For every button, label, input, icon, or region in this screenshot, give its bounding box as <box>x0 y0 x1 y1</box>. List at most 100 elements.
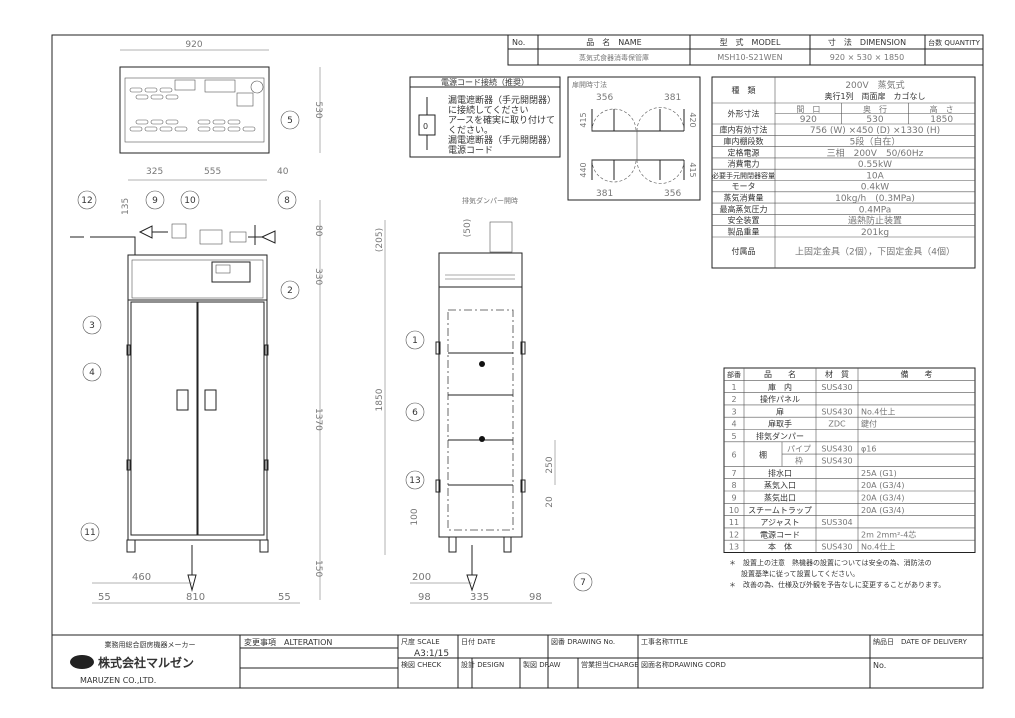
part-number: 9 <box>731 494 736 503</box>
callout-circle-1 <box>405 330 425 350</box>
part-number: 2 <box>731 395 736 404</box>
product-dimension: 920 × 530 × 1850 <box>830 53 904 62</box>
scale-value: A3:1/15 <box>414 649 449 659</box>
callout-8: 8 <box>284 196 290 206</box>
door-dim-440-left: 440 <box>579 162 588 177</box>
spec-label: 消費電力 <box>728 159 760 169</box>
header-no: No. <box>512 38 525 47</box>
spec-sub-value: 530 <box>866 115 883 125</box>
part-note: No.4仕上 <box>861 406 895 416</box>
part-name: 庫 内 <box>768 382 792 392</box>
part-name: 排水口 <box>768 468 792 478</box>
spec-label: 付属品 <box>732 246 756 256</box>
spec-label: 外形寸法 <box>728 109 760 119</box>
dim-100: 100 <box>410 508 420 525</box>
part-note: 鍵付 <box>861 419 877 429</box>
breaker-label: 漏電遮断器（手元開閉器） <box>448 134 556 146</box>
cord-label: 電源コード <box>448 145 493 156</box>
dim-20: 20 <box>545 496 555 508</box>
header-name: 品 名 NAME <box>586 37 641 47</box>
callout-2: 2 <box>287 286 293 296</box>
part-number: 10 <box>729 506 739 515</box>
door-open-title: 扉開時寸法 <box>572 80 607 89</box>
callout-9: 9 <box>152 196 158 206</box>
part-note: 2m 2mm²-4芯 <box>861 529 916 539</box>
spec-value: 上固定金具（2個），下固定金具（4個） <box>795 246 955 258</box>
dim-325: 325 <box>146 167 163 177</box>
door-dim-415-left: 415 <box>579 112 588 127</box>
dim-top-width: 920 <box>185 40 202 50</box>
callout-4: 4 <box>89 368 95 378</box>
draw-label: 製図 DRAW <box>523 660 561 669</box>
part-subname: パイプ <box>787 444 811 453</box>
header-dimension: 寸 法 DIMENSION <box>828 37 906 47</box>
charge-label: 営業担当CHARGE <box>581 660 639 669</box>
callout-12: 12 <box>81 196 92 206</box>
callout-circle-8 <box>277 190 297 210</box>
callout-circle-4 <box>82 362 102 382</box>
dim-98-left: 98 <box>418 592 431 603</box>
part-name: 排気ダンパー <box>756 431 804 441</box>
spec-label: モータ <box>732 182 756 191</box>
part-note: 20A (G3/4) <box>861 506 905 515</box>
part-number: 4 <box>731 420 736 429</box>
power-cord-title: 電源コード接続（推奨） <box>441 77 529 87</box>
spec-value: 5段（自在） <box>850 135 901 147</box>
part-name: 本 体 <box>768 542 792 552</box>
header-quantity: 台数 QUANTITY <box>928 38 980 47</box>
spec-value: 201kg <box>861 228 889 238</box>
part-name: 電源コード <box>760 530 800 539</box>
spec-label: 蒸気消費量 <box>724 192 764 202</box>
part-note: φ16 <box>861 444 876 453</box>
door-open-diagram: 扉開時寸法 356 381 415 420 440 415 381 356 <box>567 76 701 201</box>
callout-11: 11 <box>84 528 95 538</box>
door-dim-356-top: 356 <box>596 93 613 103</box>
spec-value: 0.55kW <box>858 160 892 170</box>
callout-circle-10 <box>180 190 200 210</box>
door-dim-381-bottom: 381 <box>596 189 613 199</box>
product-model: MSH10-S21WEN <box>717 53 782 62</box>
switch-symbol: 0 <box>423 122 428 131</box>
spec-label: 安全装置 <box>728 215 760 225</box>
dim-top-depth: 530 <box>313 101 323 118</box>
spec-label: 定格電源 <box>728 147 760 157</box>
part-material: SUS430 <box>821 543 852 552</box>
part-number: 1 <box>731 383 736 392</box>
top-view: 920 530 <box>119 40 323 154</box>
callout-circle-3 <box>82 315 102 335</box>
company-logo-icon <box>70 655 94 669</box>
maker-tagline: 業務用総合厨房機器メーカー <box>105 640 196 649</box>
dim-150: 150 <box>313 560 323 577</box>
part-note: 25A (G1) <box>861 469 897 478</box>
alteration-label: 変更事項 ALTERATION <box>244 637 332 647</box>
design-label: 設計 DESIGN <box>461 660 504 669</box>
part-name: 蒸気出口 <box>764 493 796 503</box>
spec-label: 製品重量 <box>728 226 760 236</box>
callout-7: 7 <box>580 578 586 588</box>
power-note-line-2: に接続してください <box>448 104 528 116</box>
spec-sub-value: 920 <box>800 115 817 125</box>
dim-98-right: 98 <box>529 592 542 603</box>
part-subname: 枠 <box>795 456 803 466</box>
part-number: 12 <box>729 530 739 539</box>
dim-335: 335 <box>470 592 489 603</box>
callout-13: 13 <box>409 476 420 486</box>
damper-open-label: 排気ダンパー開時 <box>462 196 518 205</box>
drawing-no-label: 図番 DRAWING No. <box>551 638 615 646</box>
spec-value: 過熱防止装置 <box>848 215 902 227</box>
spec-value: 三相 200V 50/60Hz <box>827 147 924 159</box>
spec-sub-label: 奥 行 <box>863 104 887 114</box>
footer-title-block: 業務用総合厨房機器メーカー 株式会社マルゼン MARUZEN CO.,LTD. … <box>52 634 983 688</box>
callout-circle-12 <box>77 190 97 210</box>
callout-circle-7 <box>573 572 593 592</box>
dim-330: 330 <box>313 268 323 285</box>
parts-header: 部番 <box>727 370 741 379</box>
company-name-en: MARUZEN CO.,LTD. <box>80 676 156 685</box>
spec-value: 756 (W) ×450 (D) ×1330 (H) <box>810 126 940 136</box>
part-note: 20A (G3/4) <box>861 481 905 490</box>
side-view: 排気ダンパー開時 (205) 1850 (50) 250 20 100 200 … <box>375 196 556 604</box>
header-model: 型 式 MODEL <box>720 37 781 47</box>
dim-135: 135 <box>121 198 131 215</box>
dim-50: (50) <box>463 219 473 237</box>
callout-circle-2 <box>280 280 300 300</box>
